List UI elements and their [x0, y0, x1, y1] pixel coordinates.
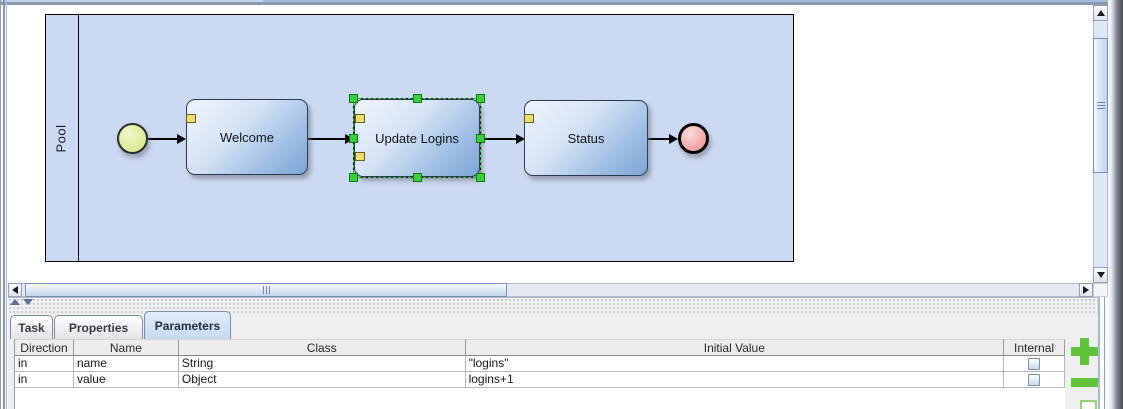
cell-initial-value[interactable]: logins+1: [465, 372, 1005, 388]
start-event[interactable]: [117, 123, 148, 154]
arrowhead-icon: [516, 134, 525, 144]
selection-handle[interactable]: [349, 94, 358, 103]
cell-direction[interactable]: in: [15, 356, 74, 372]
cell-internal: [1004, 356, 1065, 372]
cell-internal: [1004, 372, 1065, 388]
internal-checkbox[interactable]: [1028, 373, 1041, 386]
top-border: [263, 0, 1108, 2]
split-pane-divider[interactable]: [8, 297, 1098, 314]
minus-icon: [1071, 378, 1098, 387]
tab-label: Parameters: [154, 318, 221, 333]
selection-handle[interactable]: [476, 134, 485, 143]
cell-name[interactable]: value: [73, 372, 179, 388]
top-border: [0, 2, 1110, 5]
scroll-up-button[interactable]: [1093, 5, 1108, 21]
triangle-up-icon: [1096, 10, 1105, 16]
task-label: Welcome: [220, 129, 274, 145]
task-label: Update Logins: [375, 130, 459, 146]
triangle-down-icon: [1096, 272, 1105, 278]
panel-border: [1104, 297, 1105, 409]
collapse-down-icon[interactable]: [23, 299, 33, 305]
column-header-name[interactable]: Name: [73, 339, 179, 356]
remove-parameter-button[interactable]: [1071, 378, 1098, 387]
tab-label: Task: [18, 320, 45, 335]
table-row[interactable]: in name String "logins": [15, 356, 1065, 372]
extra-action-button[interactable]: [1080, 400, 1097, 409]
add-parameter-button[interactable]: [1071, 338, 1098, 365]
selection-handle[interactable]: [413, 94, 422, 103]
scroll-left-button[interactable]: [8, 283, 22, 297]
pool-label-band[interactable]: Pool: [45, 14, 79, 262]
window-left-edge: [3, 0, 5, 409]
scroll-right-button[interactable]: [1079, 283, 1093, 297]
parameters-table: Direction Name Class Initial Value Inter…: [14, 339, 1065, 409]
internal-checkbox[interactable]: [1028, 357, 1041, 370]
cell-initial-value[interactable]: "logins": [465, 356, 1005, 372]
h-scrollbar-thumb[interactable]: [25, 283, 507, 297]
task-label: Status: [567, 130, 605, 146]
parameter-marker-icon: [186, 114, 196, 123]
end-event[interactable]: [678, 123, 709, 154]
parameter-marker-icon: [524, 114, 534, 123]
selection-handle[interactable]: [349, 134, 358, 143]
selection-outline: [349, 94, 485, 182]
cell-class[interactable]: Object: [178, 372, 466, 388]
arrowhead-icon: [177, 134, 186, 144]
tab-parameters[interactable]: Parameters: [144, 311, 231, 339]
flow-line[interactable]: [648, 138, 670, 140]
flow-line[interactable]: [481, 138, 517, 140]
table-row[interactable]: in value Object logins+1: [15, 372, 1065, 388]
window-left-edge: [6, 0, 7, 409]
arrowhead-icon: [669, 134, 678, 144]
triangle-left-icon: [12, 286, 18, 294]
tab-label: Properties: [68, 320, 129, 335]
top-border: [0, 0, 263, 2]
column-header-direction[interactable]: Direction: [15, 339, 74, 356]
selection-handle[interactable]: [476, 94, 485, 103]
table-header-row: Direction Name Class Initial Value Inter…: [15, 339, 1065, 356]
parameter-marker-icon: [355, 152, 365, 161]
scroll-down-button[interactable]: [1093, 267, 1108, 283]
cell-direction[interactable]: in: [15, 372, 74, 388]
selection-handle[interactable]: [413, 173, 422, 182]
flow-line[interactable]: [308, 138, 346, 140]
collapse-up-icon[interactable]: [10, 299, 20, 305]
window-right-edge: [1108, 0, 1123, 409]
scrollbar-corner: [1093, 283, 1108, 297]
tab-task[interactable]: Task: [10, 315, 53, 339]
panel-border: [1098, 297, 1100, 409]
triangle-right-icon: [1083, 286, 1089, 294]
v-scrollbar-thumb[interactable]: [1093, 38, 1108, 173]
column-header-internal[interactable]: Internal: [1004, 339, 1065, 356]
pool-label: Pool: [54, 123, 69, 153]
parameter-marker-icon: [355, 114, 365, 123]
plus-icon: [1071, 347, 1098, 356]
cell-name[interactable]: name: [73, 356, 179, 372]
flow-line[interactable]: [148, 138, 179, 140]
column-header-class[interactable]: Class: [178, 339, 466, 356]
selection-handle[interactable]: [349, 173, 358, 182]
task-status[interactable]: Status: [524, 100, 648, 176]
window-left-edge: [0, 0, 1, 409]
column-header-initial-value[interactable]: Initial Value: [465, 339, 1005, 356]
task-welcome[interactable]: Welcome: [186, 99, 308, 175]
selection-handle[interactable]: [476, 173, 485, 182]
tab-properties[interactable]: Properties: [54, 315, 143, 339]
cell-class[interactable]: String: [178, 356, 466, 372]
